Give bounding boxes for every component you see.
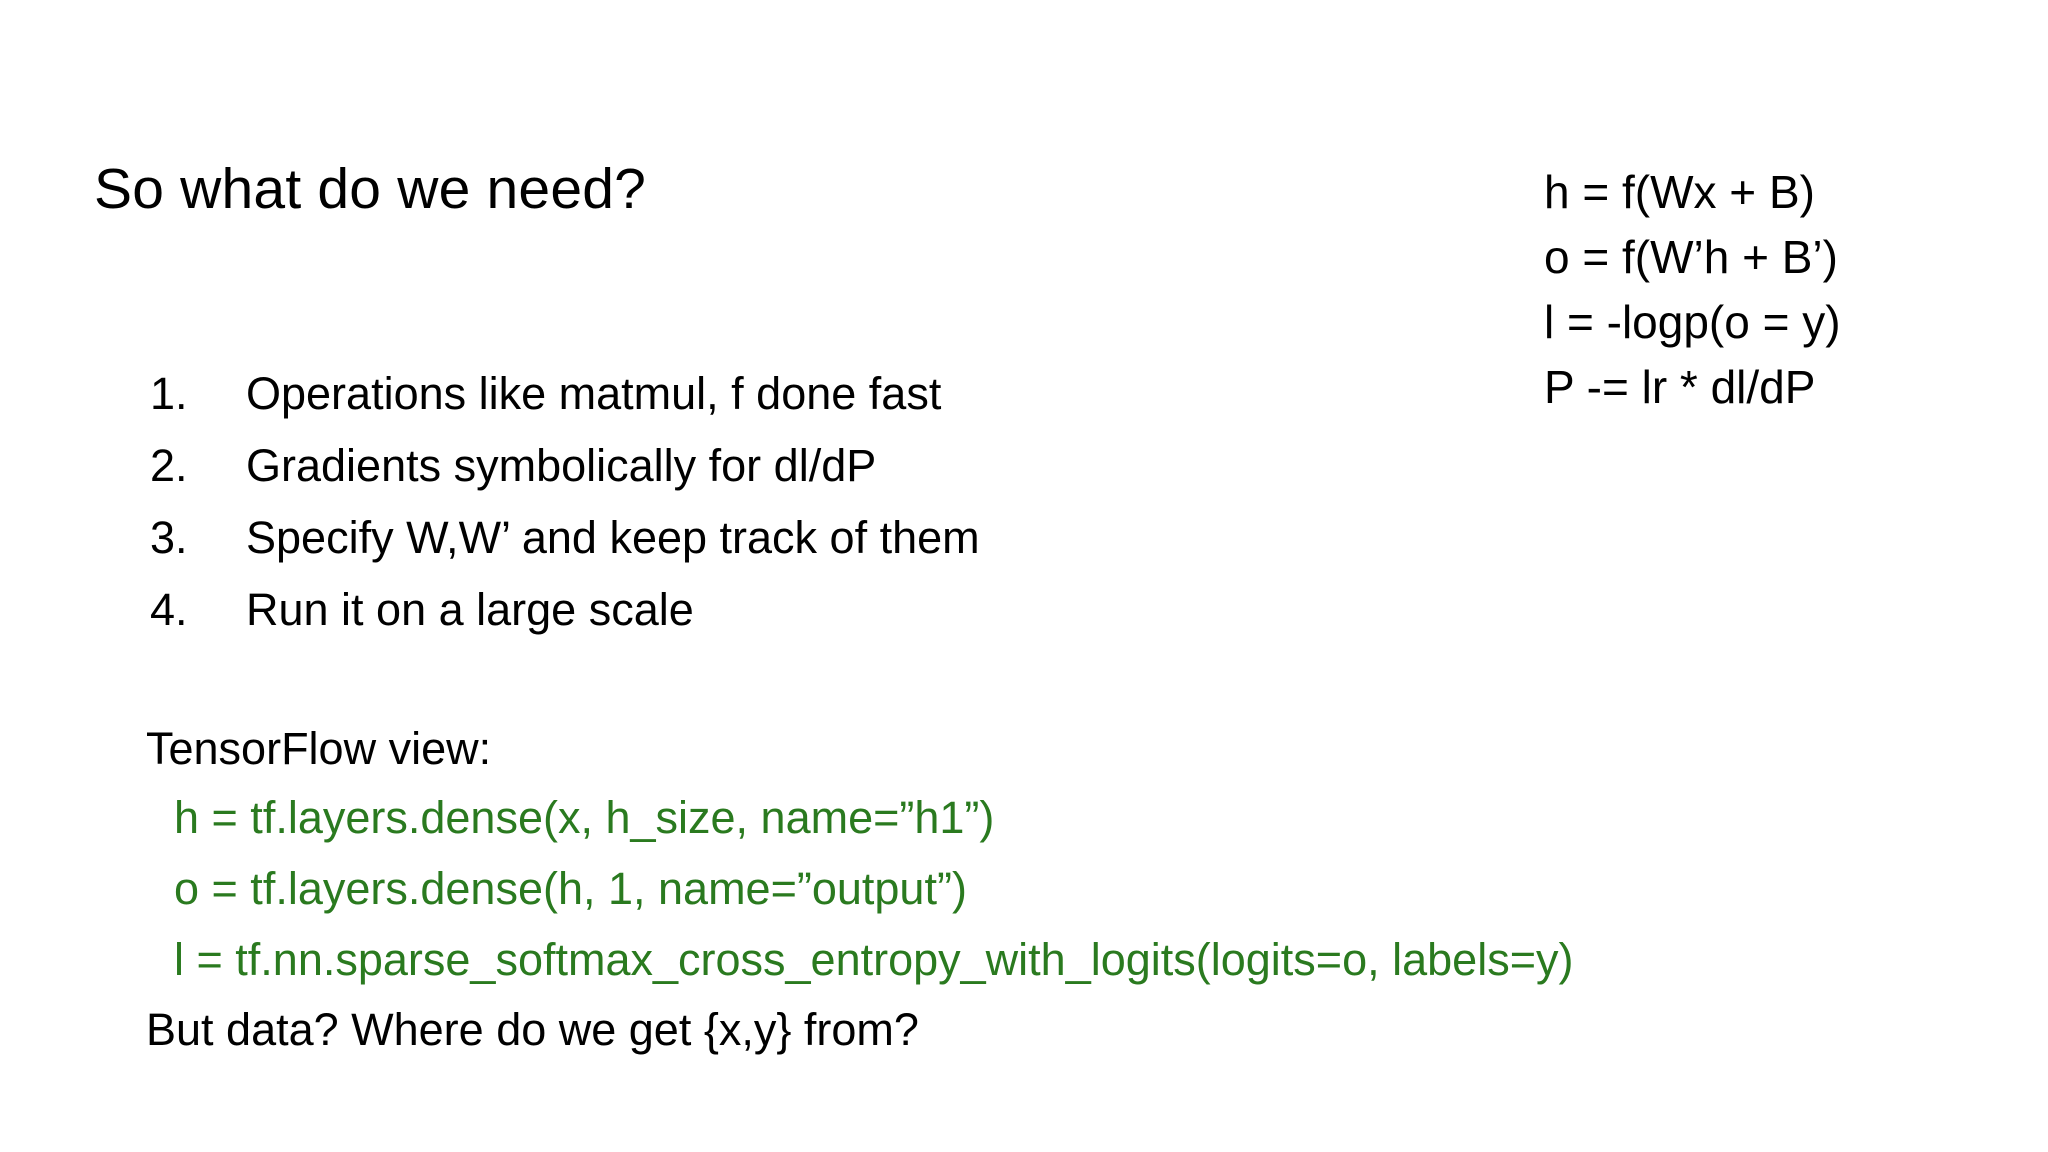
tensorflow-view-label: TensorFlow view: xyxy=(146,723,492,774)
list-item-label: Run it on a large scale xyxy=(246,584,694,635)
code-line-hidden-layer: h = tf.layers.dense(x, h_size, name=”h1”… xyxy=(174,792,995,843)
page-title: So what do we need? xyxy=(94,157,647,221)
list-item-label: Operations like matmul, f done fast xyxy=(246,368,942,419)
requirements-list: 1. Operations like matmul, f done fast 2… xyxy=(150,358,980,646)
equation-line-output: o = f(W’h + B’) xyxy=(1544,231,1838,283)
list-item: 3. Specify W,W’ and keep track of them xyxy=(150,502,980,574)
equation-line-hidden-layer: h = f(Wx + B) xyxy=(1544,166,1815,218)
list-item-number: 2. xyxy=(150,440,188,491)
list-item: 1. Operations like matmul, f done fast xyxy=(150,358,980,430)
equation-block: h = f(Wx + B) o = f(W’h + B’) l = -logp(… xyxy=(1544,160,1841,420)
list-item: 4. Run it on a large scale xyxy=(150,574,980,646)
code-line-list: h = tf.layers.dense(x, h_size, name=”h1”… xyxy=(146,782,1573,995)
equation-line-loss: l = -logp(o = y) xyxy=(1544,296,1841,348)
list-item-number: 4. xyxy=(150,584,188,635)
code-line-output: o = tf.layers.dense(h, 1, name=”output”) xyxy=(174,863,967,914)
list-item-number: 1. xyxy=(150,368,188,419)
list-item-number: 3. xyxy=(150,512,188,563)
code-line-loss: l = tf.nn.sparse_softmax_cross_entropy_w… xyxy=(174,934,1574,985)
list-item-label: Gradients symbolically for dl/dP xyxy=(246,440,877,491)
list-item: 2. Gradients symbolically for dl/dP xyxy=(150,430,980,502)
list-item-label: Specify W,W’ and keep track of them xyxy=(246,512,980,563)
closing-question: But data? Where do we get {x,y} from? xyxy=(146,1004,919,1055)
tensorflow-code-section: TensorFlow view: h = tf.layers.dense(x, … xyxy=(146,716,1573,1063)
equation-line-update: P -= lr * dl/dP xyxy=(1544,361,1816,413)
